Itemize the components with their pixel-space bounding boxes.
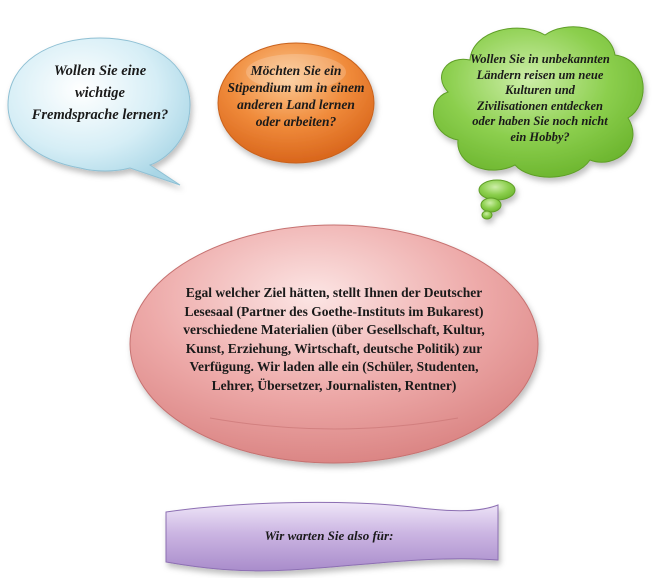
- oval-bubble-scholarship: [217, 42, 375, 164]
- wavy-banner: [165, 501, 499, 572]
- speech-bubble-language: [7, 37, 191, 186]
- bubble-scholarship-text: Möchten Sie ein Stipendium um in einem a…: [227, 63, 365, 129]
- bubble-travel-text: Wollen Sie in unbekannten Ländern reisen…: [470, 52, 610, 144]
- bubble-language-text: Wollen Sie eine wichtige Fremdsprache le…: [31, 63, 169, 123]
- main-bubble-text: Egal welcher Ziel hätten, stellt Ihnen d…: [183, 285, 485, 393]
- banner-text: Wir warten Sie also für:: [264, 528, 394, 543]
- thought-cloud-travel: [433, 26, 644, 220]
- main-oval-reading-room: [129, 224, 539, 464]
